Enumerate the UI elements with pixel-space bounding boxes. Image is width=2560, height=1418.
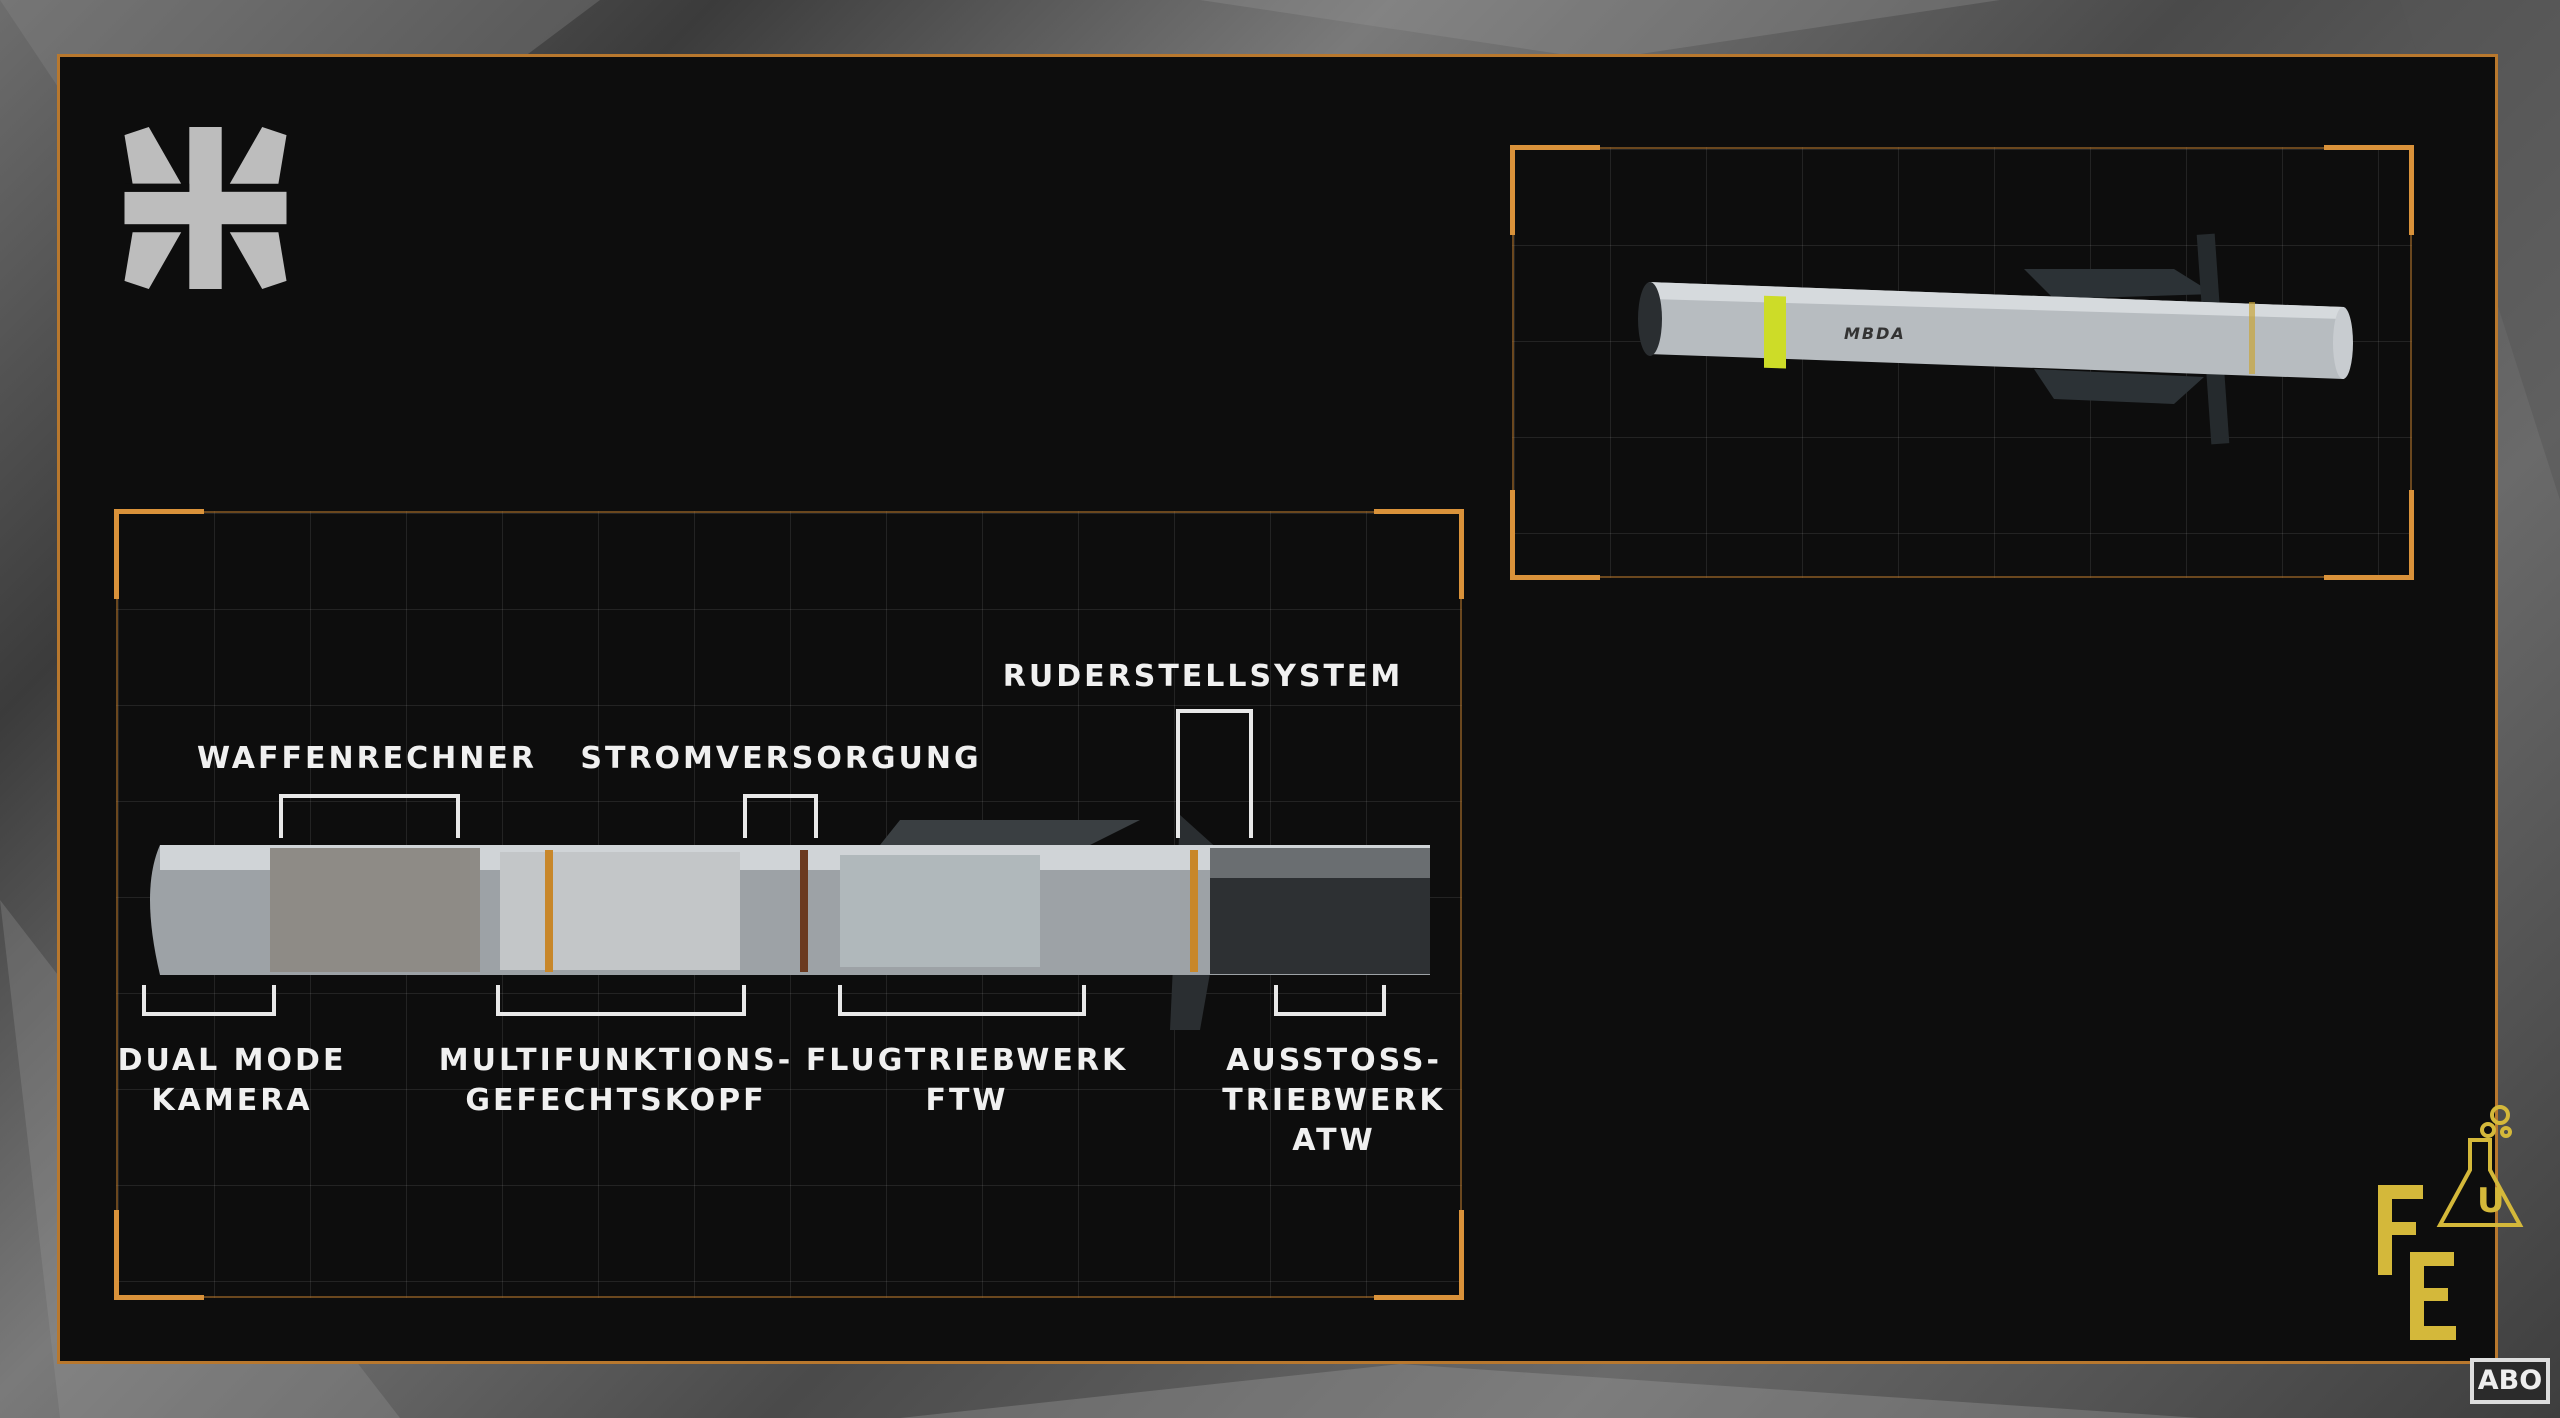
label-line: DUAL MODE (117, 1043, 347, 1078)
channel-logo: U (2378, 1105, 2524, 1340)
missile-marking: MBDA (1844, 324, 1906, 343)
label-line: TRIEBWERK (1222, 1083, 1446, 1118)
label-flugtriebwerk: FLUGTRIEBWERK FTW (806, 1041, 1128, 1121)
label-dual-mode-kamera: DUAL MODE KAMERA (118, 1041, 347, 1121)
label-line: FLUGTRIEBWERK (805, 1043, 1129, 1078)
label-line: KAMERA (151, 1083, 313, 1118)
flask-letter: U (2477, 1181, 2505, 1221)
missile-exterior-image: MBDA (1638, 233, 2353, 445)
label-ausstoss-triebwerk: AUSSTOSS- TRIEBWERK ATW (1222, 1041, 1445, 1161)
subscribe-button[interactable]: ABO (2470, 1358, 2550, 1404)
label-line: ATW (1292, 1123, 1376, 1158)
label-line: FTW (925, 1083, 1009, 1118)
label-line: GEFECHTSKOPF (465, 1083, 767, 1118)
bundeswehr-cross-logo (124, 127, 287, 289)
label-multifunktions-gefechtskopf: MULTIFUNKTIONS- GEFECHTSKOPF (439, 1041, 794, 1121)
label-waffenrechner: WAFFENRECHNER (197, 741, 537, 776)
label-ruderstellsystem: RUDERSTELLSYSTEM (1002, 659, 1404, 694)
label-stromversorgung: STROMVERSORGUNG (580, 741, 982, 776)
missile-overview-panel: MBDA (1510, 145, 2414, 580)
label-line: AUSSTOSS- (1226, 1043, 1442, 1078)
label-line: MULTIFUNKTIONS- (438, 1043, 794, 1078)
missile-cutaway-image (150, 815, 1430, 1030)
